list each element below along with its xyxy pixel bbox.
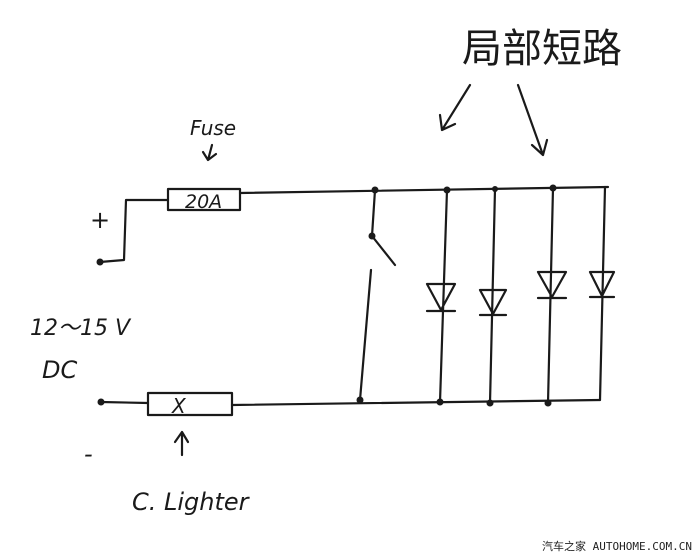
minus-wire	[99, 400, 150, 405]
fuse-arrow	[201, 143, 218, 162]
lighter-symbol: X	[171, 394, 187, 418]
top-rail	[238, 185, 610, 195]
lighter-arrow	[173, 430, 190, 457]
arrow-right	[516, 83, 549, 157]
arrow-left	[438, 83, 472, 132]
watermark: 汽车之家 AUTOHOME.COM.CN	[542, 540, 692, 553]
diode-1	[425, 188, 457, 404]
diode-2	[478, 187, 508, 405]
diode-4	[588, 185, 616, 402]
bottom-rail	[230, 398, 602, 407]
minus-terminal-label: -	[84, 440, 93, 468]
plus-terminal-label: +	[90, 206, 110, 234]
lighter-label: C. Lighter	[132, 488, 251, 516]
fuse-rating: 20A	[185, 191, 222, 213]
voltage-label: 12～15 V	[30, 316, 132, 341]
cigarette-lighter	[146, 391, 234, 417]
diagram-title: 局部短路	[462, 26, 622, 72]
junction-dots	[356, 184, 557, 407]
plus-wire	[98, 198, 170, 264]
switch	[358, 188, 397, 402]
fuse-label: Fuse	[190, 116, 236, 140]
diode-3	[536, 186, 568, 405]
dc-label: DC	[42, 356, 77, 384]
